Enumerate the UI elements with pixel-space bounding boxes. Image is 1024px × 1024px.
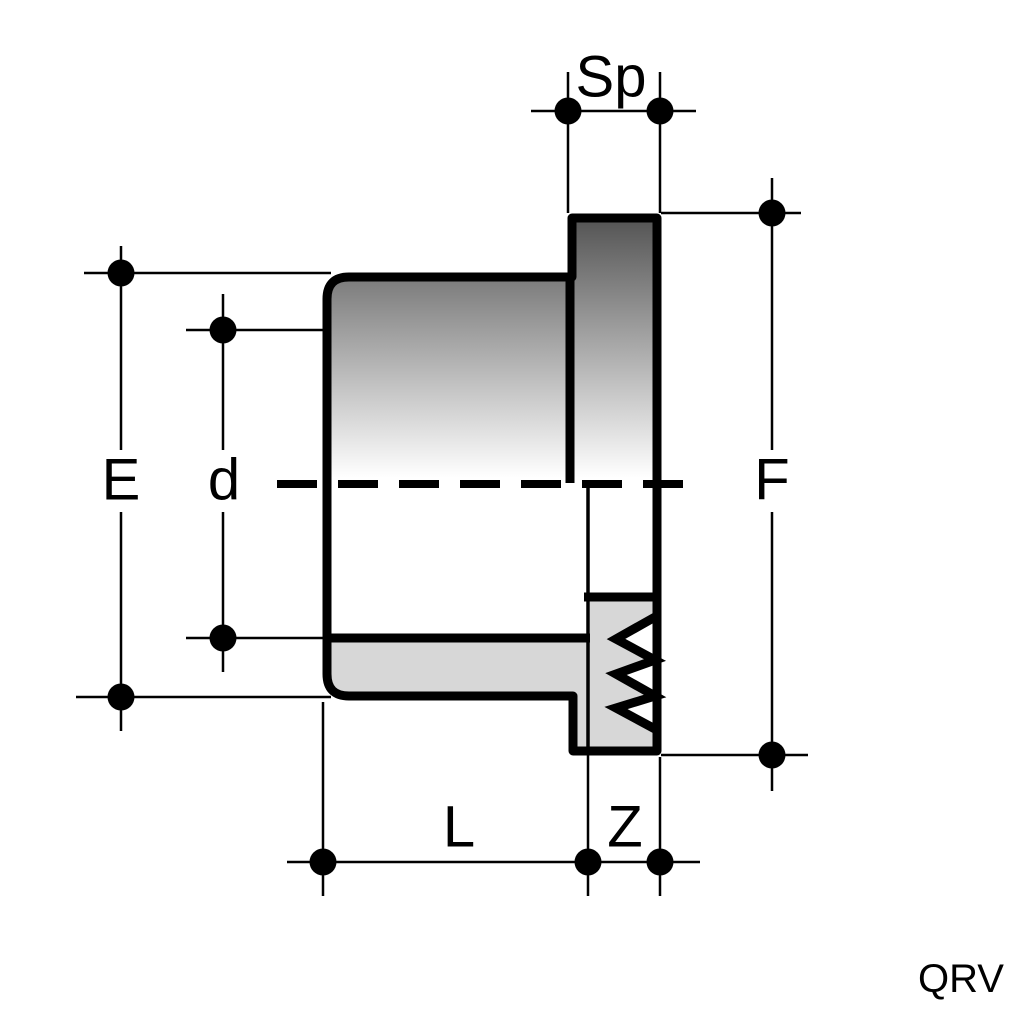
dimension-d: d (186, 294, 331, 672)
dimension-l-z: L Z (287, 702, 700, 896)
e-dot-bottom (107, 683, 135, 711)
sp-dot-left (554, 97, 582, 125)
e-dot-top (107, 259, 135, 287)
thread-zigzag-icon (604, 613, 667, 733)
e-label: E (102, 448, 141, 513)
d-label: d (208, 448, 240, 513)
f-dot-top (758, 199, 786, 227)
dimension-e: E (76, 246, 331, 731)
l-z-dot-mid (574, 848, 602, 876)
dimension-sp: Sp (531, 45, 696, 213)
l-dot-left (309, 848, 337, 876)
d-dot-top (209, 316, 237, 344)
fitting-body (277, 213, 700, 756)
z-label: Z (607, 795, 642, 860)
z-dot-right (646, 848, 674, 876)
f-label: F (754, 448, 789, 513)
body-silhouette-outline (322, 213, 662, 756)
f-dot-bottom (758, 741, 786, 769)
part-code-label: QRV (918, 957, 1004, 1001)
d-dot-bottom (209, 624, 237, 652)
sp-label: Sp (576, 45, 647, 110)
l-label: L (443, 795, 475, 860)
dimension-f: F (661, 178, 808, 791)
sp-dot-right (646, 97, 674, 125)
